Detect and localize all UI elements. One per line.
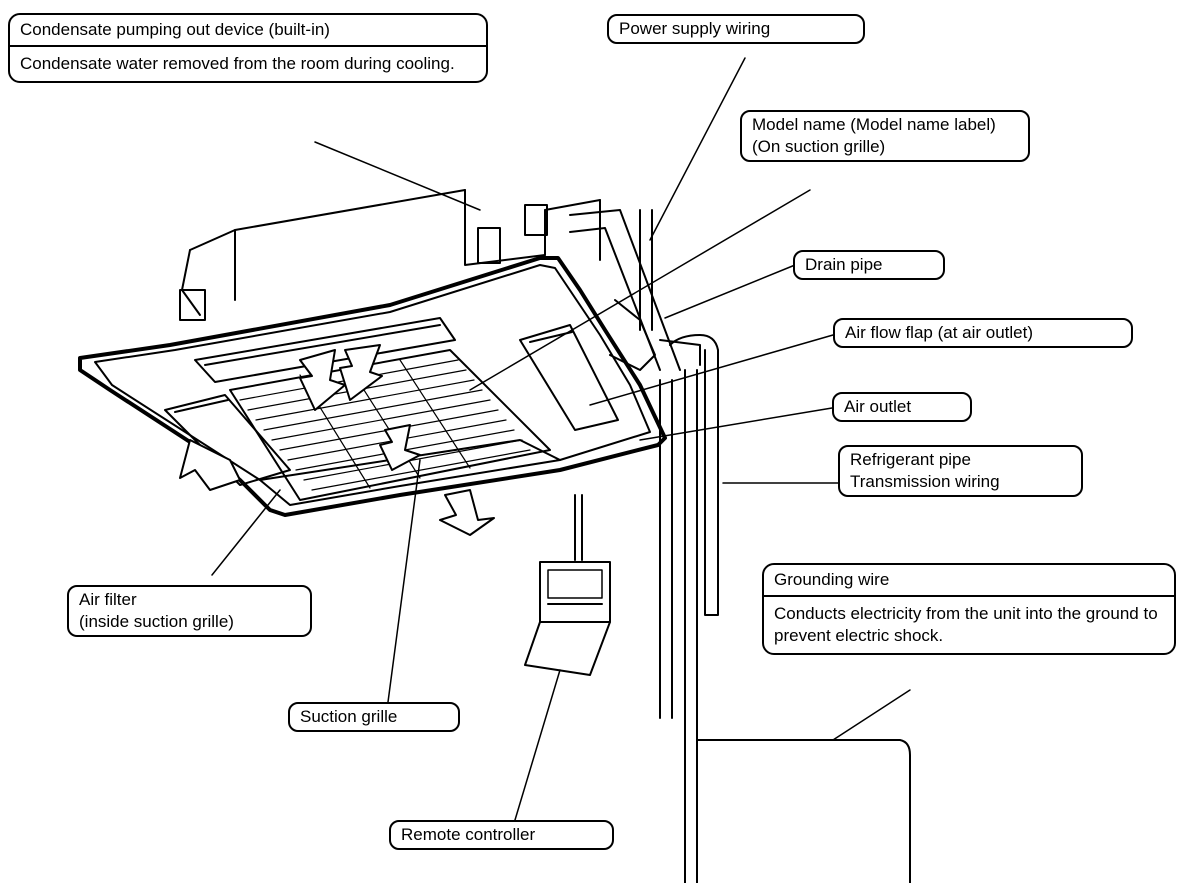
remote-controller-illustration — [524, 494, 611, 676]
grounding-wire-description: Conducts electricity from the unit into … — [774, 604, 1158, 645]
air-flow-flap-text: Air flow flap (at air outlet) — [845, 323, 1034, 342]
leader-lines — [211, 57, 911, 821]
transmission-wiring-line2: Transmission wiring — [850, 472, 1000, 491]
air-outlet-text: Air outlet — [844, 397, 912, 416]
remote-controller-label: Remote controller — [389, 820, 614, 850]
power-supply-text: Power supply wiring — [619, 19, 771, 38]
condensate-pump-title: Condensate pumping out device (built-in) — [10, 15, 486, 47]
drain-pipe-text: Drain pipe — [805, 255, 883, 274]
grounding-wire-title: Grounding wire — [764, 565, 1174, 597]
suction-grille-label: Suction grille — [288, 702, 460, 732]
air-filter-label: Air filter (inside suction grille) — [67, 585, 312, 637]
remote-controller-text: Remote controller — [401, 825, 536, 844]
unit-body — [179, 189, 601, 321]
air-filter-line1: Air filter — [79, 590, 137, 609]
model-name-line1: Model name (Model name label) — [752, 115, 996, 134]
drain-pipe-label: Drain pipe — [793, 250, 945, 280]
power-supply-label: Power supply wiring — [607, 14, 865, 44]
airflow-arrows — [179, 344, 495, 536]
air-outlet-label: Air outlet — [832, 392, 972, 422]
model-name-label: Model name (Model name label) (On suctio… — [740, 110, 1030, 162]
grounding-wire-label: Grounding wire Conducts electricity from… — [762, 563, 1176, 655]
suction-grille-text: Suction grille — [300, 707, 398, 726]
refrigerant-pipe-line1: Refrigerant pipe — [850, 450, 971, 469]
condensate-pump-label: Condensate pumping out device (built-in)… — [8, 13, 488, 83]
ceiling-panel — [78, 256, 667, 517]
model-name-line2: (On suction grille) — [752, 137, 886, 156]
condensate-pump-description: Condensate water removed from the room d… — [20, 54, 455, 73]
refrigerant-pipe-label: Refrigerant pipe Transmission wiring — [838, 445, 1083, 497]
air-flow-flap-label: Air flow flap (at air outlet) — [833, 318, 1133, 348]
air-filter-line2: (inside suction grille) — [79, 612, 234, 631]
pipes — [569, 209, 911, 883]
